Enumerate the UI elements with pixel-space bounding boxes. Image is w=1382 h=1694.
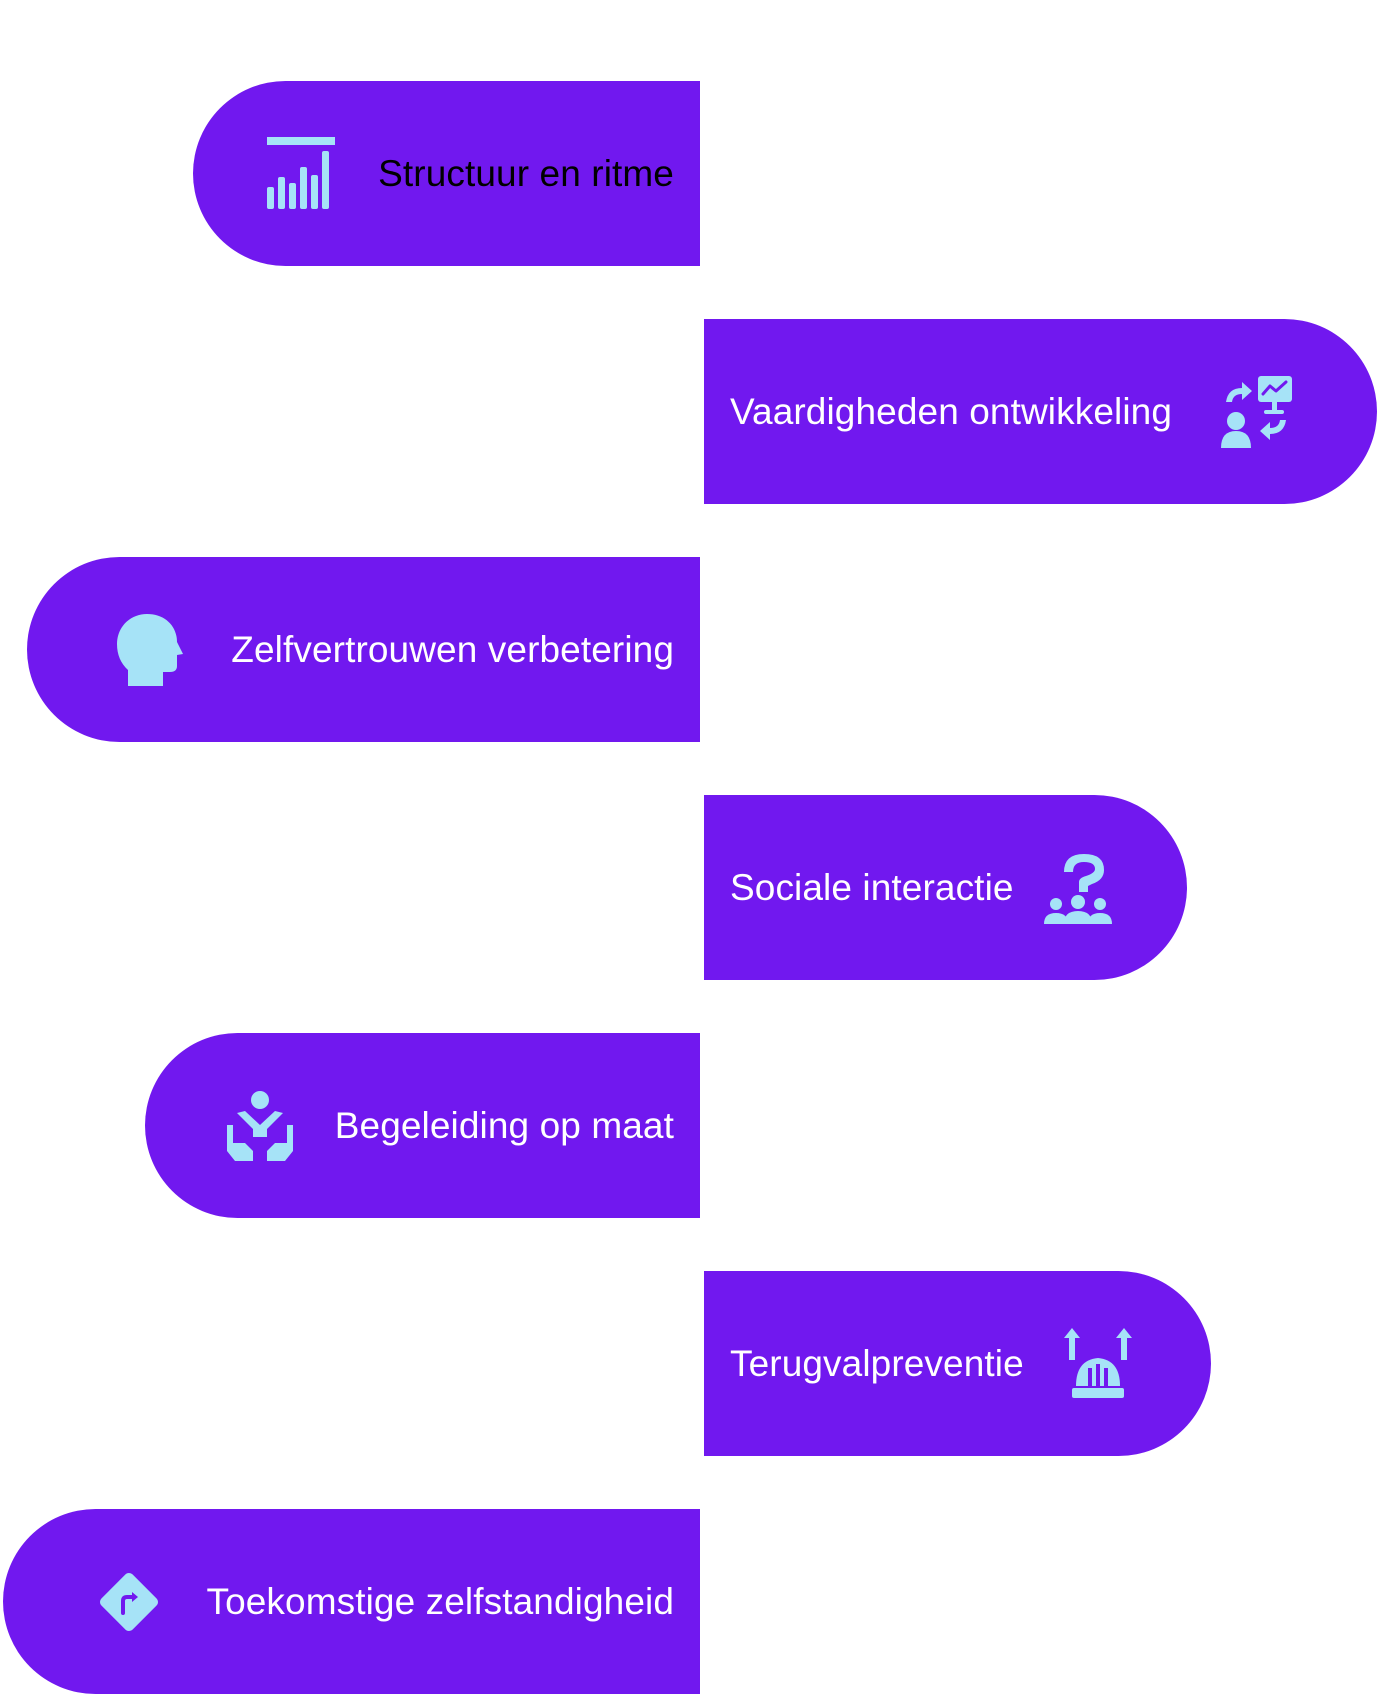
step-label: Terugvalpreventie [730, 1342, 1024, 1384]
step-label: Toekomstige zelfstandigheid [206, 1580, 674, 1622]
step-toekomstige-zelfstandigheid: Toekomstige zelfstandigheid [3, 1509, 700, 1694]
direction-sign-icon [92, 1565, 166, 1639]
group-question-icon [1042, 852, 1114, 924]
bar-chart-icon [266, 136, 338, 211]
step-terugvalpreventie: Terugvalpreventie [704, 1271, 1211, 1456]
step-sociale-interactie: Sociale interactie [704, 795, 1187, 980]
step-zelfvertrouwen-verbetering: Zelfvertrouwen verbetering [27, 557, 700, 742]
step-structuur-en-ritme: Structuur en ritme [193, 81, 700, 266]
helmet-arrows-icon [1062, 1327, 1134, 1400]
supporting-hands-icon [225, 1090, 295, 1161]
step-label: Begeleiding op maat [334, 1104, 674, 1146]
step-vaardigheden-ontwikkeling: Vaardigheden ontwikkeling [704, 319, 1377, 504]
head-icon [117, 613, 184, 686]
step-label: Structuur en ritme [378, 152, 674, 194]
step-begeleiding-op-maat: Begeleiding op maat [145, 1033, 700, 1218]
step-label: Zelfvertrouwen verbetering [231, 628, 674, 670]
step-label: Vaardigheden ontwikkeling [730, 390, 1173, 432]
presentation-exchange-icon [1220, 375, 1293, 448]
step-label: Sociale interactie [730, 866, 1014, 908]
